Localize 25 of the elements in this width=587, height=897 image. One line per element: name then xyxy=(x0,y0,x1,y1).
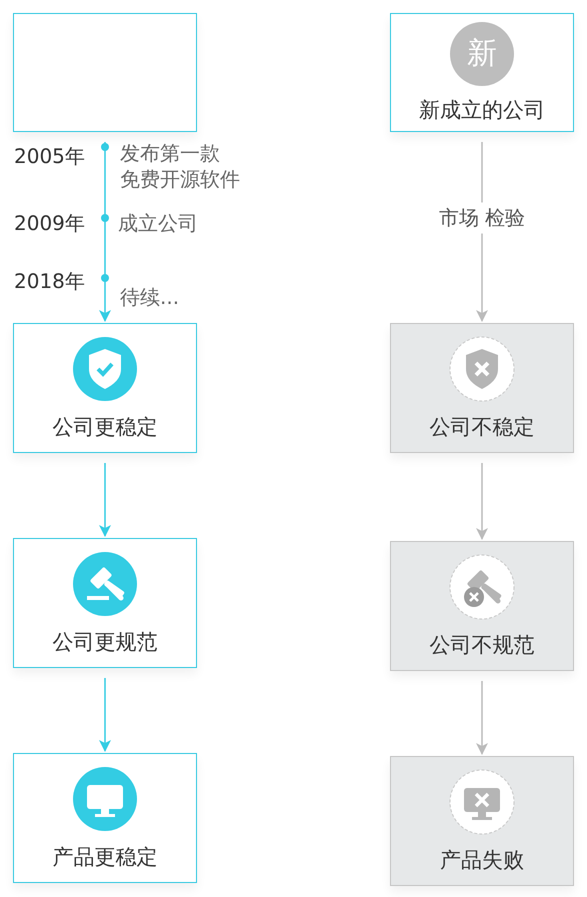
arrow xyxy=(99,142,111,322)
year-label: 2018年 xyxy=(14,268,85,295)
event-label: 发布第一款免费开源软件 xyxy=(120,140,241,192)
process-box xyxy=(390,13,574,132)
year-label: 2009年 xyxy=(14,210,85,237)
year-label: 2005年 xyxy=(14,143,85,170)
process-box xyxy=(390,323,574,453)
process-box xyxy=(13,538,197,668)
arrow xyxy=(476,681,488,755)
node-label: 公司更规范 xyxy=(52,629,158,656)
arrow xyxy=(99,678,111,752)
node-label: 新成立的公司 xyxy=(419,96,545,124)
node-label: 公司不稳定 xyxy=(430,414,534,441)
node-label: 产品失败 xyxy=(440,847,524,874)
process-box xyxy=(390,541,574,671)
process-box xyxy=(13,323,197,453)
node-label: 公司更稳定 xyxy=(52,414,158,441)
node-label: 产品更稳定 xyxy=(52,844,158,871)
arrow xyxy=(476,463,488,540)
node-label: 公司不规范 xyxy=(430,632,534,659)
arrow xyxy=(99,463,111,537)
process-box xyxy=(390,756,574,886)
empty-box xyxy=(13,13,197,132)
character-badge: 新 xyxy=(450,22,514,86)
process-box xyxy=(13,753,197,883)
